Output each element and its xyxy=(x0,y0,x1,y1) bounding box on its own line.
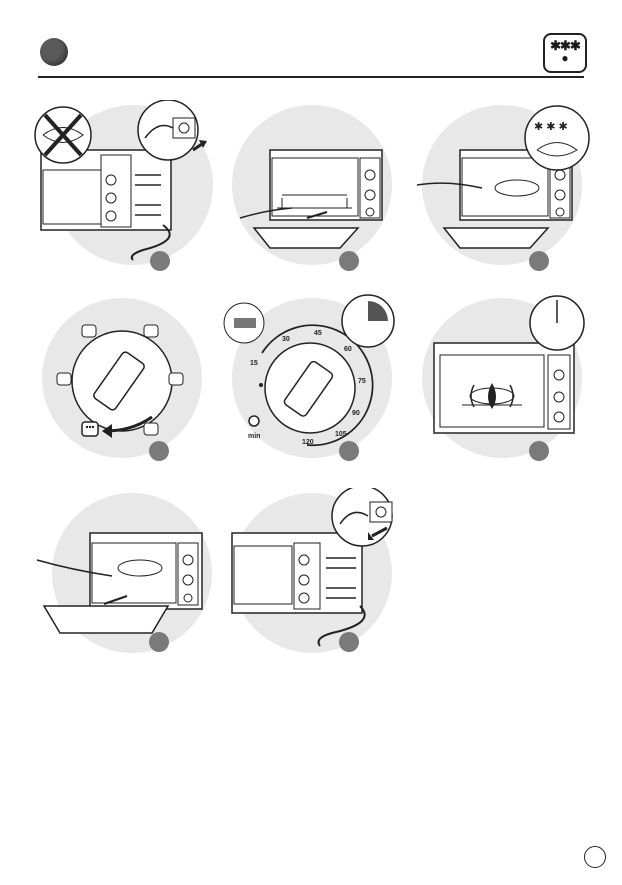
dial-label-105: 105 xyxy=(335,431,347,438)
step-2-illustration xyxy=(222,100,402,270)
step-8-illustration xyxy=(222,488,402,658)
defrost-icon: ✱✱✱● xyxy=(543,33,587,73)
step-badge-3 xyxy=(529,251,549,271)
dial-label-75: 75 xyxy=(358,378,366,385)
dial-label-90: 90 xyxy=(352,410,360,417)
step-badge-1 xyxy=(150,251,170,271)
dial-label-60: 60 xyxy=(344,346,352,353)
dial-label-30: 30 xyxy=(282,336,290,343)
dial-unit: min xyxy=(248,433,260,440)
page-number-badge xyxy=(584,846,606,868)
step-badge-5 xyxy=(339,441,359,461)
step-badge-6 xyxy=(529,441,549,461)
step-badge-2 xyxy=(339,251,359,271)
step-7-illustration xyxy=(32,488,212,658)
dial-label-45: 45 xyxy=(314,330,322,337)
section-bullet xyxy=(40,38,68,66)
dial-label-15: 15 xyxy=(250,360,258,367)
header-rule xyxy=(38,76,584,78)
step-5-illustration: 15 30 45 60 75 90 105 120 min xyxy=(222,293,402,463)
step-3-illustration: ✱ ✱ ✱ xyxy=(412,100,592,270)
step-badge-7 xyxy=(149,632,169,652)
step-6-illustration xyxy=(412,293,592,463)
step-1-illustration xyxy=(33,100,213,270)
dial-label-120: 120 xyxy=(302,439,314,446)
step-4-illustration xyxy=(32,293,212,463)
svg-text:✱ ✱ ✱: ✱ ✱ ✱ xyxy=(534,121,568,133)
step-badge-4 xyxy=(149,441,169,461)
step-badge-8 xyxy=(339,632,359,652)
